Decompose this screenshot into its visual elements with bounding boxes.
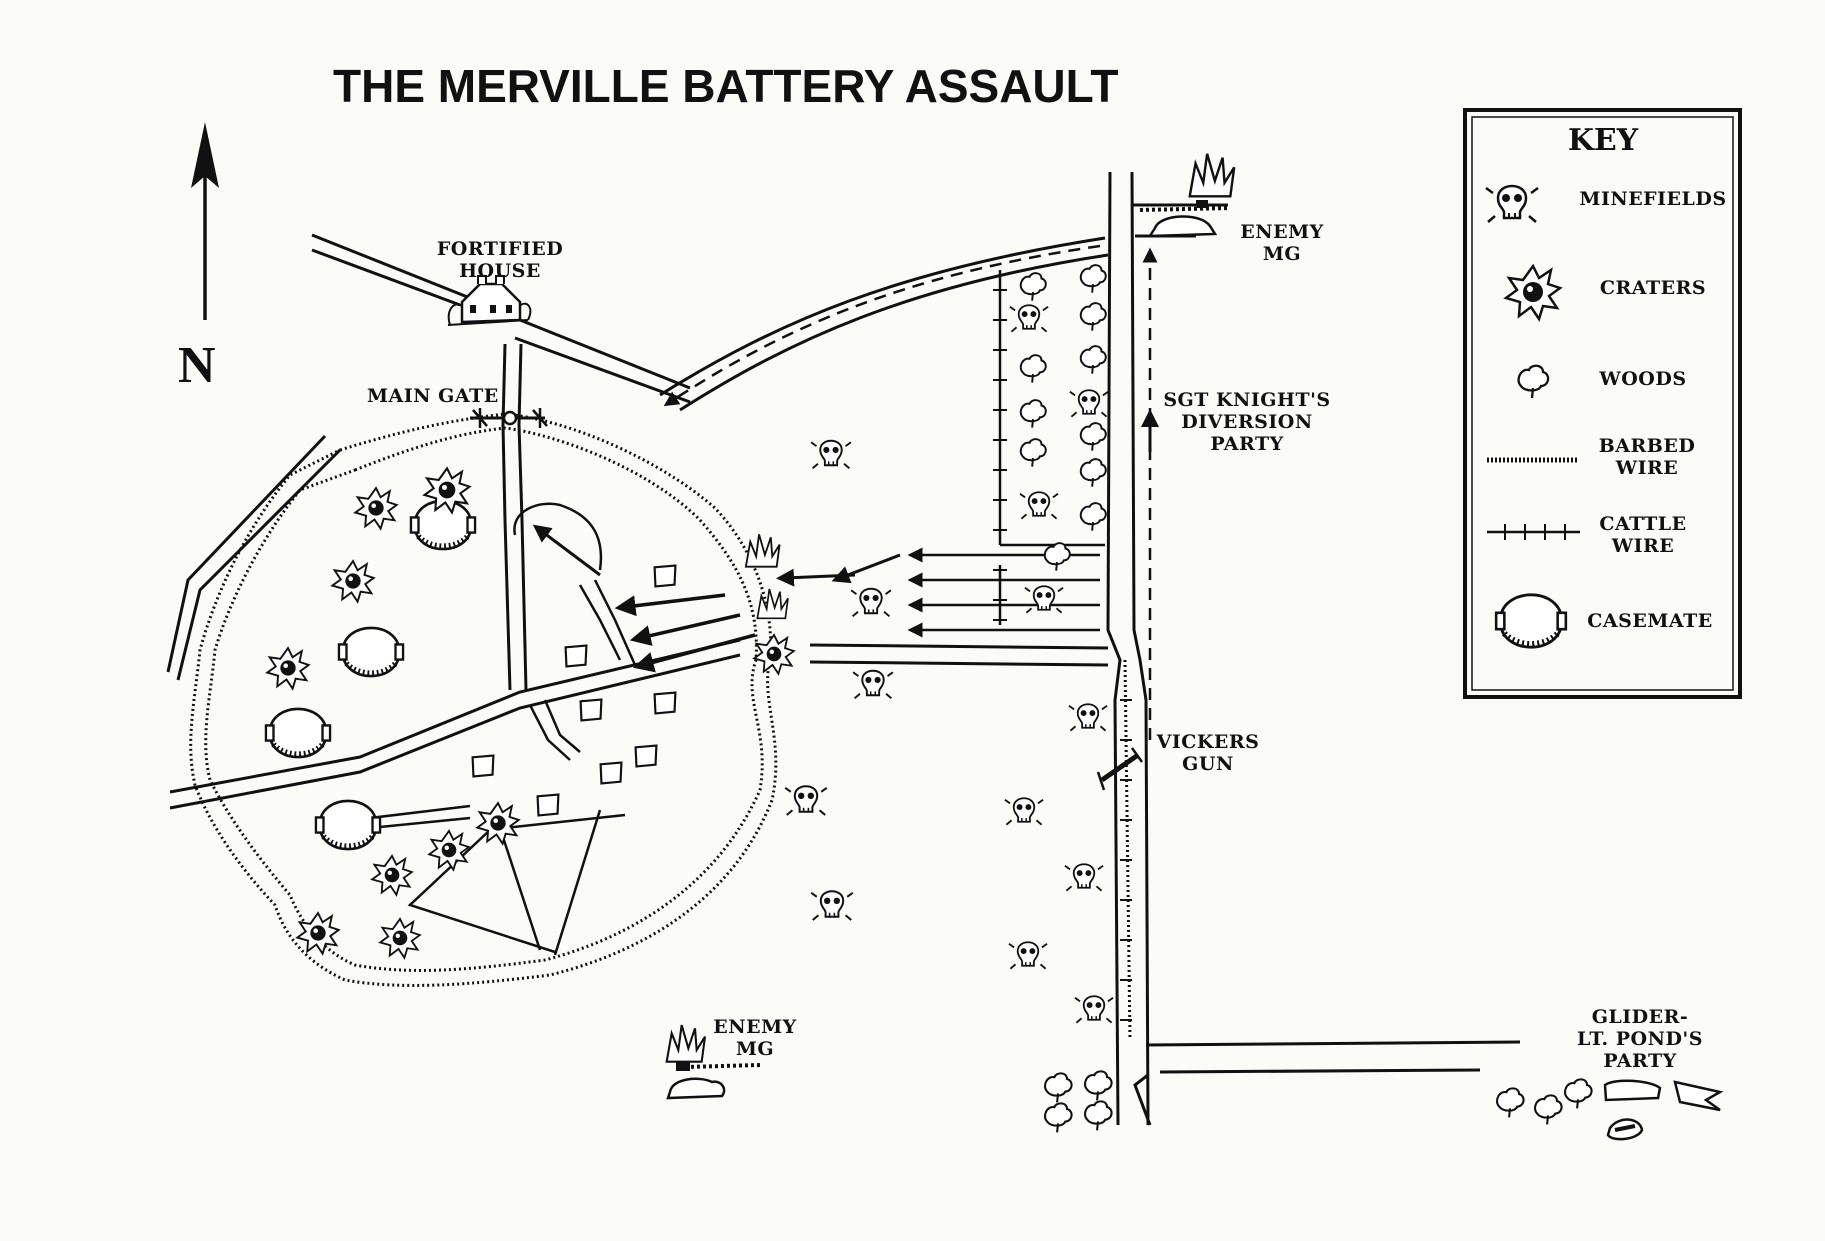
svg-text:GUN: GUN (1182, 753, 1234, 775)
attack-route-north (663, 244, 1159, 740)
glider-icon (1603, 1079, 1724, 1141)
label-main-gate: MAIN GATE (367, 385, 499, 407)
svg-text:WIRE: WIRE (1611, 535, 1675, 557)
label-enemy-mg-ne: ENEMY MG (1240, 221, 1323, 265)
svg-text:SGT KNIGHT'S: SGT KNIGHT'S (1163, 389, 1330, 411)
svg-text:FORTIFIED: FORTIFIED (437, 238, 563, 260)
roads (166, 171, 1521, 1126)
key-item-minefields: MINEFIELDS (1484, 184, 1726, 224)
enemy-mg-s-icon (665, 1023, 761, 1100)
battery-perimeter (189, 412, 778, 987)
svg-text:VICKERS: VICKERS (1156, 731, 1260, 753)
key-item-cattle-wire: CATTLE WIRE (1487, 513, 1686, 557)
north-arrow-icon (191, 122, 219, 320)
internal-paths (369, 502, 637, 956)
svg-text:CATTLE: CATTLE (1599, 513, 1686, 535)
svg-text:HOUSE: HOUSE (459, 260, 541, 282)
label-fortified-house: FORTIFIED HOUSE (437, 238, 563, 282)
key-item-casemate: CASEMATE (1496, 595, 1712, 647)
map-key: KEY MINEFIELDS CRATERS WOODS BARBED WIRE… (1463, 108, 1742, 699)
key-item-barbed-wire: BARBED WIRE (1487, 435, 1695, 479)
svg-text:MG: MG (736, 1038, 774, 1060)
key-item-craters: CRATERS (1504, 264, 1706, 321)
vickers-gun-icon (1096, 747, 1144, 791)
svg-text:PARTY: PARTY (1603, 1050, 1676, 1072)
label-vickers-gun: VICKERS GUN (1156, 731, 1260, 775)
key-item-woods: WOODS (1517, 364, 1686, 400)
svg-text:ENEMY: ENEMY (713, 1016, 796, 1038)
svg-text:GLIDER-: GLIDER- (1592, 1006, 1689, 1028)
fortified-house-icon (447, 275, 532, 326)
casemate-icon (1496, 595, 1566, 647)
svg-text:WOODS: WOODS (1598, 368, 1686, 390)
map-title: THE MERVILLE BATTERY ASSAULT (333, 60, 1118, 112)
label-glider: GLIDER- LT. POND'S PARTY (1577, 1006, 1703, 1072)
svg-text:MG: MG (1263, 243, 1301, 265)
svg-text:BARBED: BARBED (1599, 435, 1696, 457)
cattle-wire (993, 270, 1132, 1041)
enemy-mg-ne-icon (1139, 152, 1236, 238)
key-title: KEY (1568, 123, 1639, 158)
svg-text:ENEMY: ENEMY (1240, 221, 1323, 243)
north-label: N (178, 337, 216, 394)
main-gate (470, 408, 548, 428)
cattle-wire-icon (1487, 524, 1580, 540)
svg-text:MINEFIELDS: MINEFIELDS (1579, 188, 1726, 210)
svg-text:CRATERS: CRATERS (1600, 277, 1706, 299)
svg-text:WIRE: WIRE (1615, 457, 1679, 479)
svg-text:LT. POND'S: LT. POND'S (1577, 1028, 1703, 1050)
svg-text:CASEMATE: CASEMATE (1587, 610, 1712, 632)
label-enemy-mg-s: ENEMY MG (713, 1016, 796, 1060)
svg-text:DIVERSION: DIVERSION (1181, 411, 1312, 433)
label-sgt-knight: SGT KNIGHT'S DIVERSION PARTY (1163, 389, 1330, 455)
svg-text:PARTY: PARTY (1210, 433, 1283, 455)
